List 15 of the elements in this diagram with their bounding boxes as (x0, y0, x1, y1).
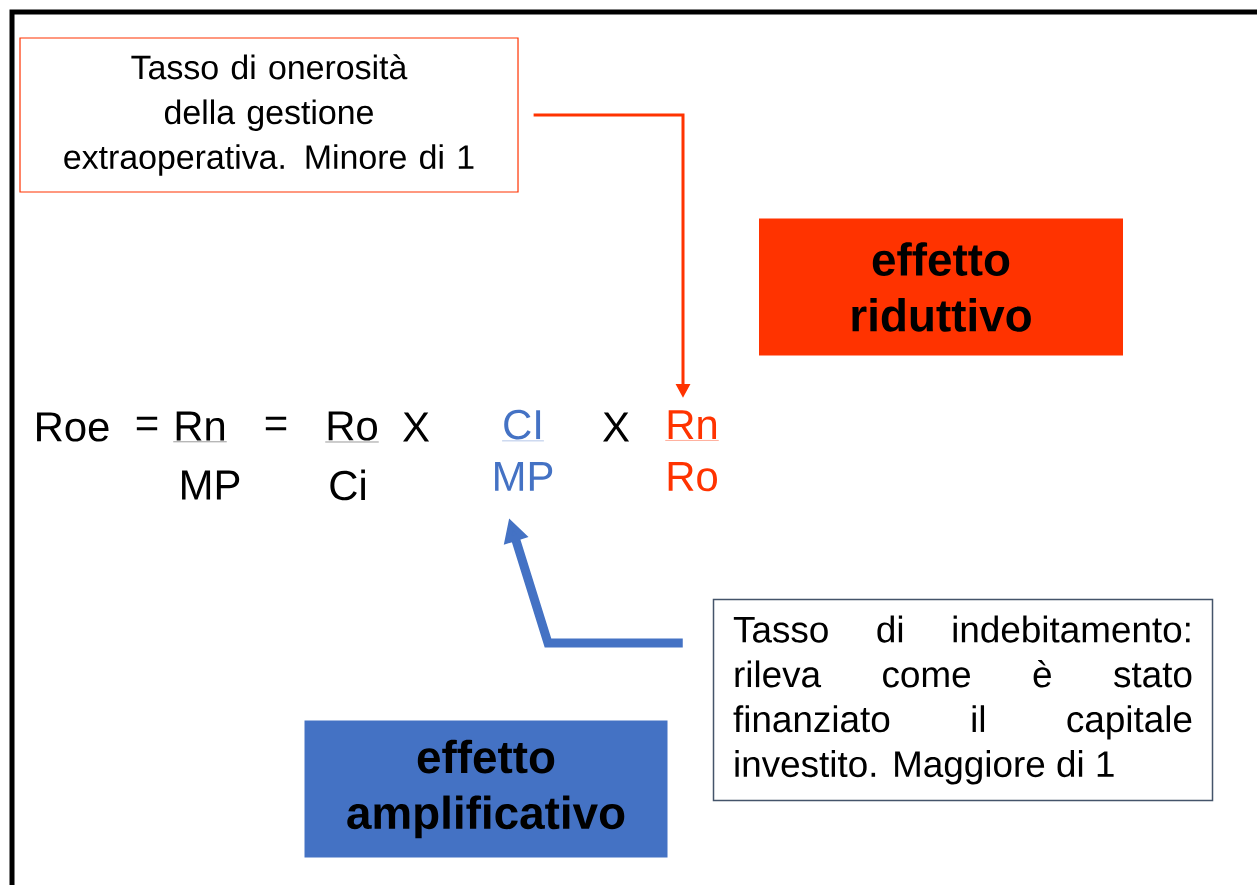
formula-term: = (265, 416, 287, 431)
formula-term: Ci (330, 469, 365, 501)
note-box: Tasso di onerosità della gestione extraoperativa. Minore di 1 (19, 37, 519, 193)
effect-box: effetto amplificativo (304, 720, 668, 858)
fraction: Rn Ro (665, 410, 719, 492)
formula-term: Ro (325, 411, 379, 443)
formula-term: Rn (173, 411, 227, 442)
effect-box: effetto riduttivo (759, 218, 1123, 356)
formula-term: X (603, 412, 630, 442)
note-box: Tasso di indebitamento: rileva come è stato finanziato il capitale investito. Maggiore di 1 (712, 598, 1214, 802)
formula-term: Roe (37, 412, 109, 442)
formula-term: X (403, 412, 430, 442)
formula-term: = (136, 416, 158, 431)
formula-term: MP (182, 470, 240, 500)
fraction: CI MP (495, 409, 553, 491)
